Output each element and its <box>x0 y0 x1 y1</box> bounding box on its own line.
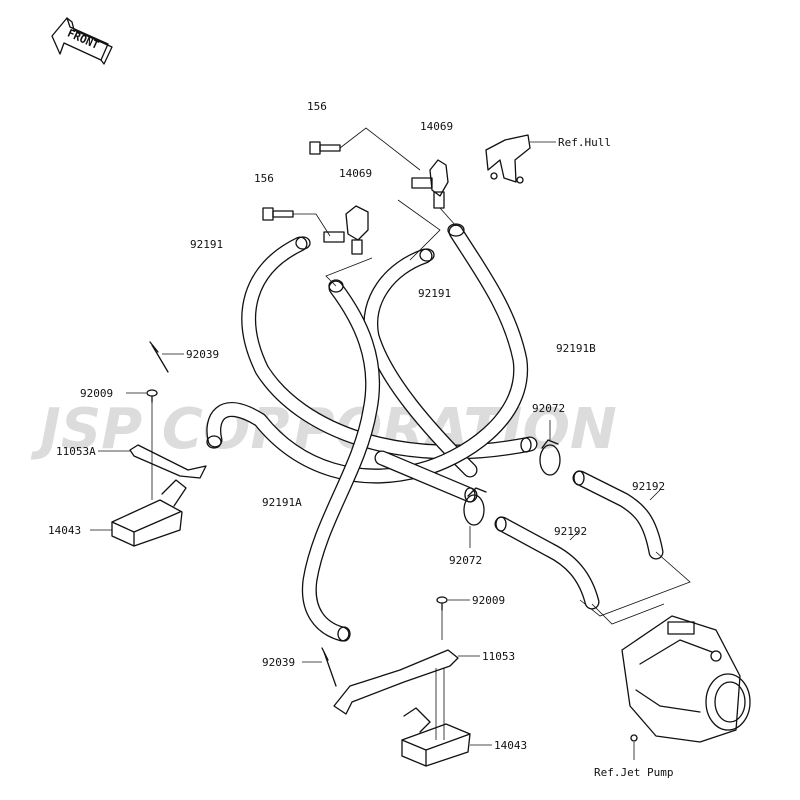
strainer-14043-left <box>90 479 187 547</box>
cable-tie-92039-right <box>302 647 337 687</box>
label-bolt-156-lower: 156 <box>254 172 274 185</box>
label-fitting-14069-lower: 14069 <box>339 167 372 180</box>
hose-92191a <box>301 279 381 642</box>
bracket-11053a <box>98 444 207 479</box>
label-bracket-11053: 11053 <box>482 650 515 663</box>
label-pipe-92192-upper: 92192 <box>632 480 665 493</box>
hose-92191-mid <box>363 248 478 478</box>
fitting-14069-upper <box>397 159 457 261</box>
label-hose-92191b: 92191B <box>556 342 596 355</box>
label-ref-hull: Ref.Hull <box>558 136 611 149</box>
label-strainer-14043-left: 14043 <box>48 524 81 537</box>
label-screw-92009-left: 92009 <box>80 387 113 400</box>
pipe-92192-lower <box>494 516 665 625</box>
label-bracket-11053a: 11053A <box>56 445 96 458</box>
fitting-14069-lower <box>323 205 373 287</box>
strainer-14043-right <box>401 707 492 767</box>
label-tie-92039-right: 92039 <box>262 656 295 669</box>
clamp-92072-upper <box>539 420 561 476</box>
hose-92191-left <box>241 236 538 460</box>
label-screw-92009-right: 92009 <box>472 594 505 607</box>
jet-pump-housing <box>621 615 751 760</box>
bolt-156-lower <box>262 207 331 237</box>
label-fitting-14069-upper: 14069 <box>420 120 453 133</box>
clamp-92072-lower <box>463 487 487 548</box>
label-ref-jet-pump: Ref.Jet Pump <box>594 766 673 779</box>
label-strainer-14043-right: 14043 <box>494 739 527 752</box>
label-tie-92039-left: 92039 <box>186 348 219 361</box>
bracket-11053 <box>333 649 480 740</box>
bolt-156-upper <box>309 127 421 171</box>
cable-tie-92039-left <box>149 341 184 373</box>
front-arrow-icon: FRONT <box>51 17 113 65</box>
label-pipe-92192-lower: 92192 <box>554 525 587 538</box>
screw-92009-right <box>436 596 470 640</box>
label-hose-92191-mid: 92191 <box>418 287 451 300</box>
label-hose-92191-left: 92191 <box>190 238 223 251</box>
screw-92009-left <box>126 389 158 500</box>
label-clamp-92072-upper: 92072 <box>532 402 565 415</box>
front-label: FRONT <box>65 27 101 52</box>
label-hose-92191a: 92191A <box>262 496 302 509</box>
hull-bracket <box>485 134 556 184</box>
label-clamp-92072-lower: 92072 <box>449 554 482 567</box>
label-bolt-156-upper: 156 <box>307 100 327 113</box>
